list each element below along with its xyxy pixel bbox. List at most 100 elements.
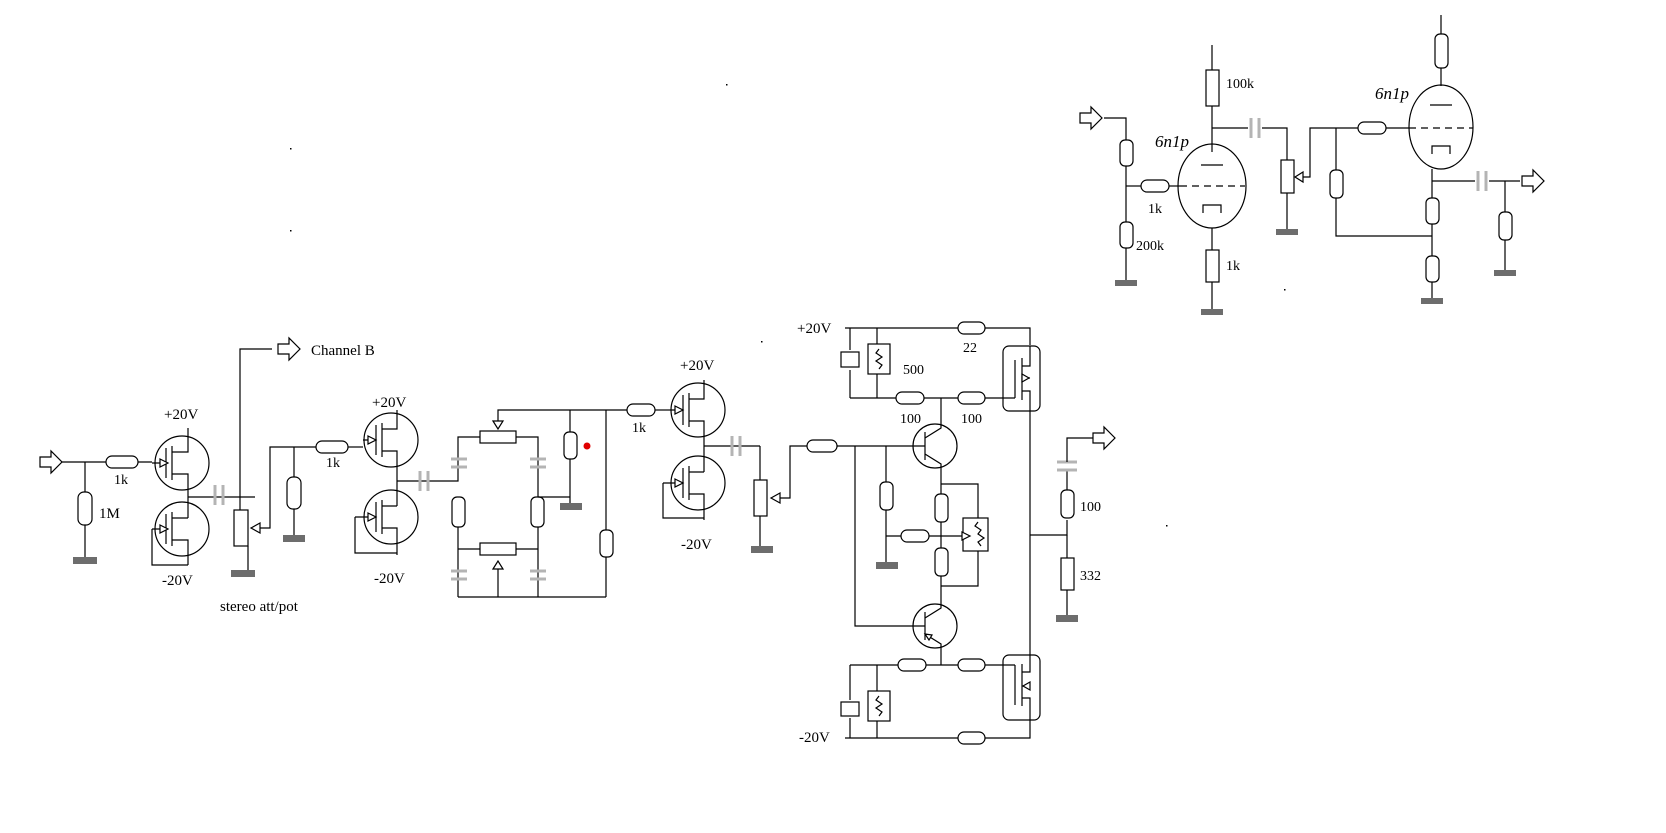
label-v1-neg: -20V bbox=[162, 573, 193, 589]
label-v2-pos: +20V bbox=[372, 395, 406, 411]
ground-icon bbox=[1276, 229, 1298, 235]
coupling-capacitor bbox=[1476, 171, 1488, 191]
buffer-stage-3: +20V -20V bbox=[662, 358, 807, 553]
resistor bbox=[934, 493, 949, 523]
stray-dots bbox=[290, 84, 1286, 527]
ground-icon bbox=[876, 562, 898, 569]
input-resistor-1m bbox=[77, 491, 93, 526]
resistor-100 bbox=[895, 391, 925, 405]
resistor bbox=[286, 476, 302, 510]
input-resistor-1k bbox=[105, 455, 139, 469]
label-22: 22 bbox=[963, 341, 977, 356]
ground-icon bbox=[231, 570, 255, 577]
label-tube-2: 6n1p bbox=[1375, 84, 1409, 103]
input-stage: 1M 1k +20V -20V Channel B stereo att/pot bbox=[39, 336, 375, 615]
ground-icon bbox=[751, 546, 773, 553]
label-v3-neg: -20V bbox=[681, 537, 712, 553]
resistor bbox=[879, 481, 894, 511]
potentiometer bbox=[479, 430, 517, 444]
label-v3-pos: +20V bbox=[680, 358, 714, 374]
ground-icon bbox=[73, 557, 97, 564]
resistor bbox=[957, 658, 986, 672]
resistor-22 bbox=[957, 321, 986, 335]
ground-icon bbox=[1115, 280, 1137, 286]
resistor bbox=[934, 547, 949, 577]
label-100a: 100 bbox=[900, 412, 921, 427]
label-tube-1k-cath: 1k bbox=[1226, 259, 1240, 274]
ground-icon bbox=[1421, 298, 1443, 304]
ground-icon bbox=[1056, 615, 1078, 622]
label-tube-1k-grid: 1k bbox=[1148, 202, 1162, 217]
channel-b-arrow-icon bbox=[277, 336, 301, 362]
resistor bbox=[900, 529, 930, 543]
resistor bbox=[1425, 197, 1440, 225]
stereo-potentiometer bbox=[233, 509, 249, 547]
input-arrow-icon bbox=[39, 449, 63, 475]
resistor-1k bbox=[315, 440, 349, 454]
resistor-1k bbox=[626, 403, 656, 417]
electrolytic-capacitor-icon bbox=[840, 351, 860, 368]
resistor-100 bbox=[1060, 489, 1075, 519]
resistor bbox=[1119, 139, 1134, 167]
output-arrow-icon bbox=[1092, 425, 1116, 451]
resistor-1k bbox=[1205, 249, 1220, 283]
label-stereo-pot: stereo att/pot bbox=[220, 599, 299, 615]
resistor bbox=[1329, 169, 1344, 199]
tube-input-arrow-icon bbox=[1079, 105, 1103, 131]
resistor bbox=[451, 496, 466, 528]
vacuum-tube-2-icon bbox=[1408, 84, 1474, 170]
resistor bbox=[563, 431, 578, 460]
resistor bbox=[957, 731, 986, 745]
ground-icon bbox=[1201, 309, 1223, 315]
output-capacitor bbox=[1057, 460, 1077, 472]
label-100b: 100 bbox=[961, 412, 982, 427]
resistor-332 bbox=[1060, 557, 1075, 591]
marker-dot bbox=[583, 442, 591, 450]
label-channel-b: Channel B bbox=[311, 343, 375, 359]
label-1k-stage3: 1k bbox=[632, 421, 646, 436]
label-tube-100k: 100k bbox=[1226, 77, 1254, 92]
capacitor bbox=[530, 457, 546, 469]
buffer-stage-2: 1k +20V -20V bbox=[269, 395, 445, 587]
resistor bbox=[1425, 255, 1440, 283]
tube-output-arrow-icon bbox=[1521, 168, 1545, 194]
label-tube-1: 6n1p bbox=[1155, 132, 1189, 151]
label-out-pos: +20V bbox=[797, 321, 831, 337]
label-332: 332 bbox=[1080, 569, 1101, 584]
resistor bbox=[897, 658, 927, 672]
ground-icon bbox=[283, 535, 305, 542]
label-v2-neg: -20V bbox=[374, 571, 405, 587]
resistor bbox=[1357, 121, 1387, 135]
capacitor bbox=[451, 457, 467, 469]
resistor bbox=[806, 439, 838, 453]
volume-potentiometer bbox=[753, 479, 768, 517]
label-1m: 1M bbox=[99, 506, 120, 522]
capacitor bbox=[530, 569, 546, 581]
vacuum-tube-1-icon bbox=[1177, 143, 1247, 229]
resistor bbox=[530, 496, 545, 528]
resistor-100k bbox=[1205, 69, 1220, 107]
coupling-capacitor bbox=[418, 471, 430, 491]
resistor-100 bbox=[957, 391, 986, 405]
label-100c: 100 bbox=[1080, 500, 1101, 515]
coupling-capacitor bbox=[1249, 118, 1261, 138]
potentiometer bbox=[479, 542, 517, 556]
resistor-200k bbox=[1119, 221, 1134, 249]
electrolytic-capacitor-icon bbox=[840, 701, 860, 717]
resistor bbox=[1498, 211, 1513, 241]
resistor bbox=[1434, 33, 1449, 69]
coupling-capacitor bbox=[730, 436, 742, 456]
mosfet-upper-icon bbox=[1002, 345, 1041, 412]
tube-stage: 1k 200k 100k 6n1p 1k bbox=[1079, 15, 1545, 315]
resistor-1k bbox=[1140, 179, 1170, 193]
coupling-capacitor bbox=[213, 485, 225, 505]
label-tube-200k: 200k bbox=[1136, 239, 1164, 254]
label-1k-stage2: 1k bbox=[326, 456, 340, 471]
label-v1-pos: +20V bbox=[164, 407, 198, 423]
label-out-neg: -20V bbox=[799, 730, 830, 746]
label-500: 500 bbox=[903, 363, 924, 378]
output-stage: +20V 22 500 100 100 bbox=[797, 321, 1116, 746]
mosfet-lower-icon bbox=[1002, 654, 1041, 721]
ground-icon bbox=[560, 503, 582, 510]
